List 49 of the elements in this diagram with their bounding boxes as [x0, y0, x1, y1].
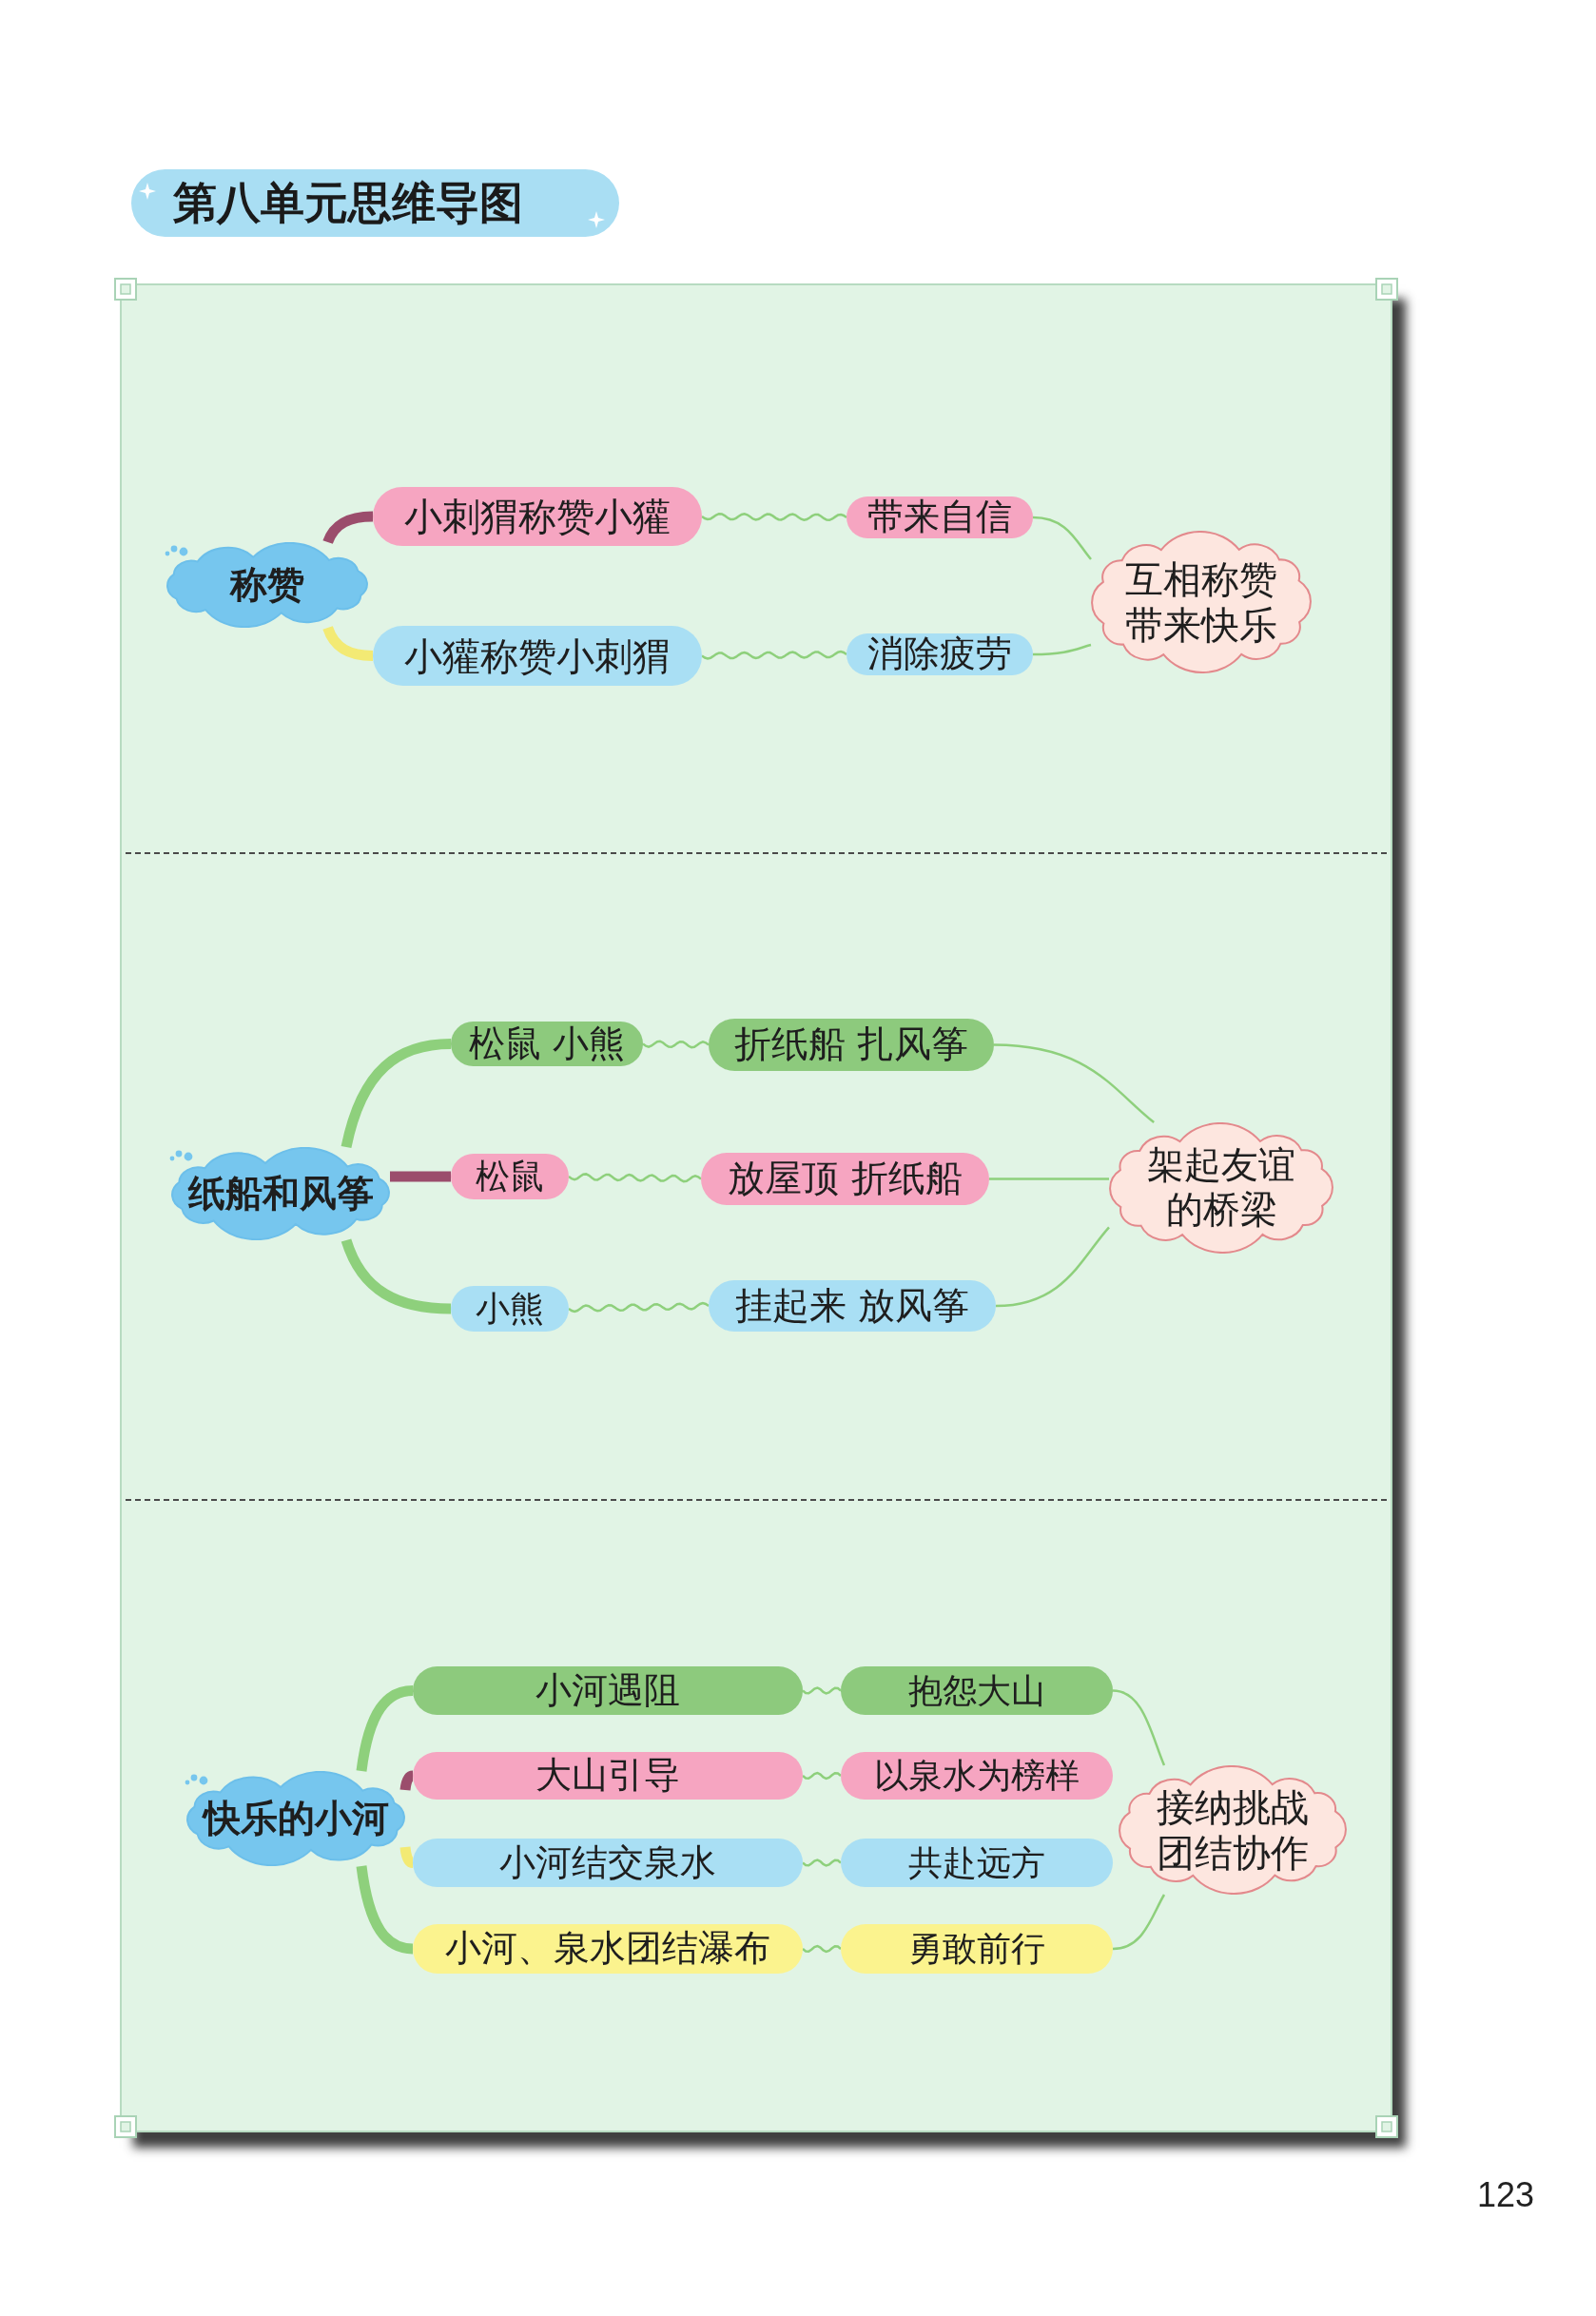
cloud-bubble: 架起友谊的桥梁 — [1109, 1122, 1333, 1254]
wavy-line — [642, 1040, 710, 1049]
wavy-line — [802, 1944, 842, 1954]
branch-line — [322, 626, 374, 661]
connector-line — [1112, 1894, 1166, 1951]
connector-line — [1112, 1689, 1166, 1766]
branch-line — [390, 1171, 451, 1182]
topic-box: 大山引导 — [413, 1752, 803, 1800]
wavy-line — [701, 512, 847, 522]
topic-box: 共赴远方 — [841, 1839, 1113, 1887]
wavy-line — [802, 1771, 842, 1781]
topic-box: 折纸船 扎风筝 — [709, 1019, 994, 1071]
branch-line — [322, 511, 374, 545]
connector-line — [995, 1226, 1110, 1308]
topic-box: 松鼠 — [451, 1154, 569, 1199]
cloud-bubble: 互相称赞带来快乐 — [1091, 531, 1312, 673]
topic-box: 带来自信 — [847, 496, 1033, 538]
wavy-line — [802, 1859, 842, 1867]
connector-line — [993, 1043, 1155, 1123]
wavy-line — [568, 1173, 702, 1183]
wavy-line — [568, 1301, 710, 1314]
branch-line — [399, 1770, 415, 1791]
topic-box: 小河遇阻 — [413, 1666, 803, 1715]
connector-line — [1032, 516, 1092, 560]
branch-line — [399, 1846, 415, 1868]
topic-box: 小熊 — [451, 1286, 569, 1332]
cloud-bubble: 称赞 — [166, 542, 368, 628]
topic-box: 勇敢前行 — [841, 1924, 1113, 1974]
topic-box: 小刺猬称赞小獾 — [373, 487, 702, 546]
topic-box: 小河结交泉水 — [413, 1839, 803, 1887]
cloud-bubble: 接纳挑战团结协作 — [1119, 1765, 1347, 1895]
wavy-line — [802, 1686, 842, 1695]
topic-box: 抱怨大山 — [841, 1666, 1113, 1715]
topic-box: 放屋顶 折纸船 — [701, 1153, 989, 1205]
branch-line — [341, 1238, 452, 1314]
branch-line — [341, 1039, 452, 1149]
topic-box: 消除疲劳 — [847, 633, 1033, 675]
connector-line — [989, 1177, 1109, 1180]
topic-box: 小獾称赞小刺猬 — [373, 626, 702, 686]
wavy-line — [701, 650, 847, 660]
cloud-bubble: 快乐的小河 — [186, 1771, 405, 1866]
title-banner: 第八单元思维导图 — [131, 169, 619, 237]
page-number: 123 — [1477, 2176, 1535, 2214]
cloud-bubble: 纸船和风筝 — [171, 1147, 390, 1240]
topic-box: 挂起来 放风筝 — [709, 1280, 996, 1332]
topic-box: 小河、泉水团结瀑布 — [413, 1924, 803, 1974]
connector-line — [1033, 643, 1092, 656]
topic-box: 以泉水为榜样 — [841, 1752, 1113, 1800]
topic-box: 松鼠 小熊 — [451, 1022, 643, 1066]
